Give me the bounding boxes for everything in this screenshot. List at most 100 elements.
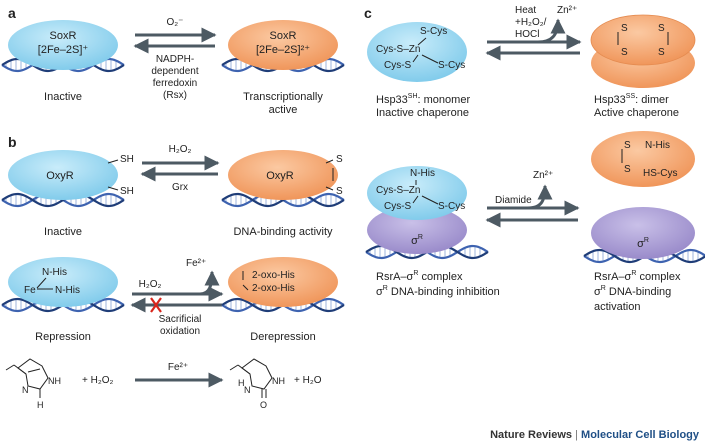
diamide-label: Diamide (495, 195, 532, 206)
oxyr-forward-label: H₂O₂ (169, 144, 192, 155)
sigma-r-free-protein (591, 207, 695, 259)
sigma-r-protein (367, 206, 467, 254)
hsp33-forward-label-1: Heat (515, 5, 536, 16)
histidine-h: H (37, 400, 44, 410)
rsra-inhibition-caption-1: RsrA–σR complex (376, 270, 463, 283)
soxr-forward-label: O₂⁻ (167, 17, 184, 28)
oxo-bonds (242, 271, 249, 291)
rsra-zinc-bonds (412, 180, 439, 205)
soxr-reverse-label-2: dependent (151, 66, 198, 77)
rsra-oxidized-s2: S (624, 164, 631, 175)
rsra-oxidized-cys: HS-Cys (643, 168, 677, 179)
panel-c-letter: c (364, 5, 372, 21)
oxo-histidine-n: N (244, 385, 251, 395)
zinc-bonds (412, 37, 439, 64)
sacrificial-label-1: Sacrificial (159, 314, 202, 325)
panel-c: c S-Cys Cys-S–Zn Cys-S S-Cys Hsp33SH: mo… (364, 5, 705, 313)
soxr-inactive-label-1: SoxR (50, 30, 77, 42)
derepression-caption: Derepression (250, 331, 315, 343)
oxyr-inactive-protein (8, 150, 118, 200)
hsp33-forward-label-2: +H₂O₂/ (515, 17, 547, 28)
sacrificial-label-2: oxidation (160, 326, 200, 337)
soxr-reverse-label-3: ferredoxin (153, 78, 197, 89)
rsra-cys-s: Cys-S (384, 201, 412, 212)
histidine-nh: NH (48, 376, 61, 386)
oxyr-disulfide-bottom: S (336, 186, 343, 197)
repressor-fe: Fe (24, 285, 36, 296)
rsra-oxidized-his: N-His (645, 140, 670, 151)
soxr-reverse-label-4: (Rsx) (163, 90, 187, 101)
thiol-bond (107, 186, 119, 191)
rsra-s-cys: S-Cys (438, 201, 465, 212)
reaction-reagent: + H₂O₂ (82, 375, 114, 386)
hsp33-monomer-cys-s: Cys-S (384, 60, 412, 71)
thiol-bond (107, 159, 119, 164)
soxr-inactive-label-2: [2Fe–2S]⁺ (38, 44, 89, 56)
hsp33-dimer-s3: S (658, 23, 665, 34)
soxr-inactive-protein (8, 20, 118, 70)
histidine-n: N (22, 385, 29, 395)
hsp33-dimer-s4: S (658, 47, 665, 58)
hsp33-monomer-zn: Cys-S–Zn (376, 44, 420, 55)
rsra-his: N-His (410, 168, 435, 179)
derepressed-protein (228, 257, 338, 307)
oxyr-inactive-label: OxyR (46, 170, 74, 182)
rsra-inhibition-caption-2: σR DNA-binding inhibition (376, 285, 500, 298)
panel-a: a SoxR [2Fe–2S]⁺ Inactive O₂⁻ NADPH- dep… (1, 5, 345, 116)
oxyr-reverse-label: Grx (172, 182, 188, 193)
oxyr-thiol-bottom: SH (120, 186, 134, 197)
oxyr-disulfide-top: S (336, 154, 343, 165)
oxyr-active-label: OxyR (266, 170, 294, 182)
rsra-activation-caption-2: σR DNA-binding (594, 285, 671, 298)
hsp33-monomer-caption-2: Inactive chaperone (376, 107, 469, 119)
sigma-r-free-label: σR (637, 237, 649, 250)
iron-coordination-bonds (36, 277, 53, 290)
hsp33-released-zinc: Zn²⁺ (557, 5, 577, 16)
oxo-histidine-nh: NH (272, 376, 285, 386)
oxo-his-2: 2-oxo-His (252, 283, 295, 294)
hsp33-dimer-caption-1: Hsp33SS: dimer (594, 93, 669, 106)
hsp33-dimer-upper-protein (590, 14, 696, 66)
rsra-activation-caption-3: activation (594, 301, 640, 313)
rsra-activation-caption-1: RsrA–σR complex (594, 270, 681, 283)
repressor-his-1: N-His (42, 267, 67, 278)
oxyr-thiol-top: SH (120, 154, 134, 165)
hsp33-dimer-s1: S (621, 23, 628, 34)
oxyr-inactive-caption: Inactive (44, 226, 82, 238)
reaction-product-water: + H₂O (294, 375, 322, 386)
repressor-his-2: N-His (55, 285, 80, 296)
hsp33-forward-label-3: HOCl (515, 29, 539, 40)
soxr-reverse-label-1: NADPH- (156, 54, 194, 65)
repressor-forward-label: H₂O₂ (139, 279, 162, 290)
panel-a-letter: a (8, 5, 16, 21)
soxr-active-label-1: SoxR (270, 30, 297, 42)
panel-b: b OxyR SH SH Inactive H₂O₂ Grx OxyR S S … (1, 134, 345, 410)
oxyr-active-caption: DNA-binding activity (233, 226, 333, 238)
soxr-active-caption-2: active (269, 104, 298, 116)
repression-caption: Repression (35, 331, 91, 343)
oxo-his-1: 2-oxo-His (252, 270, 295, 281)
hsp33-dimer-caption-2: Active chaperone (594, 107, 679, 119)
hsp33-monomer-s-cys-right: S-Cys (438, 60, 465, 71)
oxyr-active-protein (228, 150, 338, 200)
soxr-active-caption-1: Transcriptionally (243, 91, 323, 103)
rsra-oxidized-s1: S (624, 140, 631, 151)
released-iron: Fe²⁺ (186, 258, 206, 269)
hsp33-disulfide-bonds (617, 32, 669, 45)
disulfide-bond (325, 159, 334, 191)
rsra-zn: Cys-S–Zn (376, 185, 420, 196)
hsp33-monomer-s-cys-top: S-Cys (420, 26, 447, 37)
oxo-histidine-o: O (260, 400, 267, 410)
reaction-catalyst: Fe²⁺ (168, 362, 188, 373)
oxo-histidine-structure (229, 358, 273, 398)
rsra-released-zinc: Zn²⁺ (533, 170, 553, 181)
oxo-histidine-h: H (238, 378, 245, 388)
rsra-oxidized-protein (591, 131, 695, 187)
hsp33-monomer-protein (367, 22, 467, 82)
journal-credit: Nature Reviews | Molecular Cell Biology (490, 429, 700, 441)
histidine-structure (5, 358, 49, 398)
soxr-active-label-2: [2Fe–2S]²⁺ (256, 44, 310, 56)
rsra-reduced-protein (367, 166, 467, 220)
hsp33-dimer-s2: S (621, 47, 628, 58)
